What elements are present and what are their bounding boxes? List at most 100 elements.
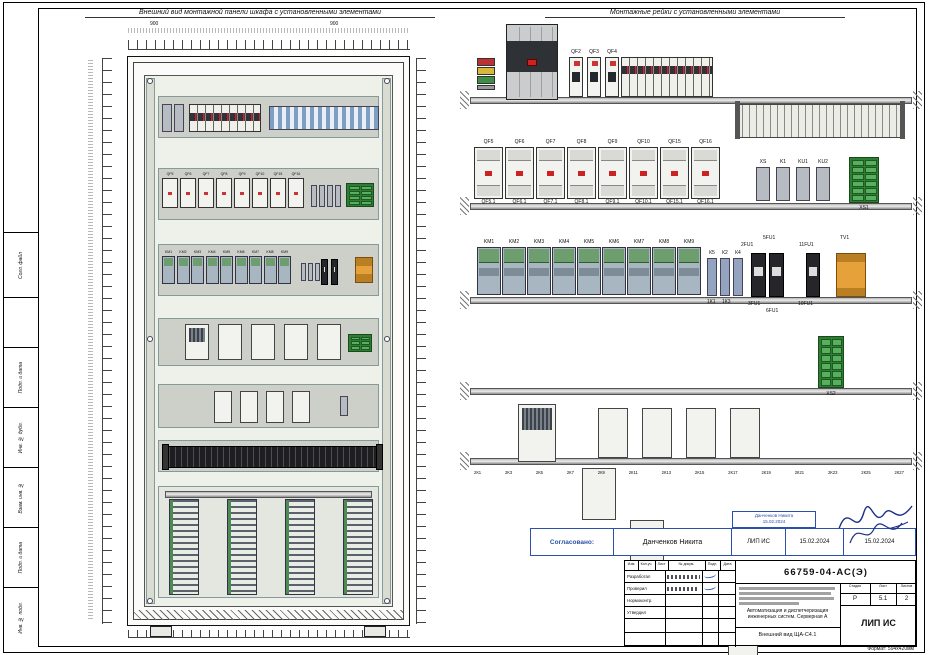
breaker-body xyxy=(629,146,658,199)
terminal-label: 2К5 xyxy=(535,470,543,475)
breaker-top-label: QF7 xyxy=(545,139,556,145)
terminal-label: 2К13 xyxy=(661,470,672,475)
dim-ticks-left xyxy=(102,58,112,624)
approval-sign-cell: 15.02.2024 xyxy=(843,522,915,555)
approval-name-cell: Данченков Никита xyxy=(613,529,731,555)
panel-contactor: KM3 xyxy=(191,250,204,284)
din-rail-4 xyxy=(470,388,912,395)
contactor-body xyxy=(477,246,501,295)
stamp-name: Данченков Никита xyxy=(754,513,794,518)
panel-terminal-strip-blue xyxy=(269,106,379,130)
tb-col-podp: Подп. xyxy=(707,562,718,566)
small-relay xyxy=(335,185,341,207)
tb-stage-value: Р xyxy=(852,596,857,602)
tb-col-dokum: № докум. xyxy=(678,562,695,566)
side-field-label: Взам. инв. № xyxy=(17,481,24,514)
panel-breaker-body xyxy=(270,177,286,208)
xs1-terminal xyxy=(849,157,879,203)
panel-breaker-label: QF7 xyxy=(202,172,210,176)
panel-contactor: KM8 xyxy=(263,250,277,284)
panel-screw xyxy=(384,336,390,342)
panel-contactor-body xyxy=(220,255,233,284)
device-module xyxy=(642,408,672,458)
relay-body xyxy=(776,166,790,201)
contactor-label: KM4 xyxy=(558,239,570,245)
breaker-row: QF5 QF5.1 QF6 QF6.1 QF7 QF7.1 QF8 QF8.1 xyxy=(474,139,720,205)
breaker-bottom-label: QF7.1 xyxy=(543,198,558,205)
terminal-red xyxy=(477,58,495,66)
panel-breaker-body xyxy=(162,177,178,208)
tb-signature-blue xyxy=(703,571,717,579)
contactor-label: KM1 xyxy=(483,239,495,245)
tb-text-line xyxy=(739,602,799,605)
contactor: KM1 xyxy=(477,239,501,295)
xs2-terminal xyxy=(818,336,844,388)
circuit-breaker: QF9 QF9.1 xyxy=(598,139,627,205)
terminal-label: 2К11 xyxy=(628,470,638,475)
terminal-label: 2К23 xyxy=(827,470,838,475)
breaker-top-label: QF16 xyxy=(699,139,712,145)
panel-screw xyxy=(147,598,153,604)
small-relay xyxy=(319,185,325,207)
device-module xyxy=(317,324,341,360)
panel-breaker: QF8 xyxy=(216,172,232,208)
transformer-tv1 xyxy=(836,253,866,297)
panel-screw xyxy=(147,336,153,342)
terminal-yellow xyxy=(477,67,495,75)
small-relay xyxy=(315,263,320,281)
device-psu xyxy=(518,404,556,462)
relay-body xyxy=(816,166,830,201)
terminal-label: 2К9 xyxy=(597,470,605,475)
tb-text-line xyxy=(739,592,831,595)
panel-fuse xyxy=(321,259,328,285)
relay-label-1k3: 1К3 xyxy=(722,299,731,305)
panel-relay-group xyxy=(301,263,320,281)
dim-numbers-top xyxy=(128,28,410,33)
mini-breaker: QF4 xyxy=(605,49,619,97)
side-field-label: Инв. № дубл. xyxy=(17,421,24,454)
approval-label: Согласовано: xyxy=(549,538,595,546)
dim-ticks-right xyxy=(416,58,426,624)
panel-contactor-label: KM6 xyxy=(237,250,245,254)
panel-breaker-label: QF8 xyxy=(220,172,228,176)
panel-contactor-body xyxy=(191,255,204,284)
fuse-label-10fu1: 10FU1 xyxy=(798,301,814,307)
circuit-breaker: QF15 QF15.1 xyxy=(660,139,689,205)
format-note: Формат: 594x420мм xyxy=(867,646,914,652)
terminal-label: 2К17 xyxy=(728,470,738,475)
panel-contactor-body xyxy=(162,255,175,284)
xs1-label: XS1 xyxy=(859,205,869,211)
contactor: KM6 xyxy=(602,239,626,295)
tb-role-normcontrol: Нормоконтр. xyxy=(627,597,653,603)
contactor-label: KM8 xyxy=(658,239,670,245)
fuse-label-2fu1: 2FU1 xyxy=(741,242,754,248)
terminal-label: 2К15 xyxy=(694,470,705,475)
circuit-breaker: QF7 QF7.1 xyxy=(536,139,565,205)
device-module xyxy=(214,391,232,423)
panel-screw xyxy=(384,78,390,84)
tb-role-checker: Проверил xyxy=(627,585,647,591)
breaker-top-label: QF9 xyxy=(607,139,618,145)
relay-label: KU2 xyxy=(818,159,828,165)
breaker-body xyxy=(691,146,720,199)
transformer-label: TV1 xyxy=(840,235,850,241)
panel-contactor-row: KM1 KM2 KM3 xyxy=(162,250,291,284)
breaker-bottom-label: QF16.1 xyxy=(697,198,714,205)
contactor-row: KM1 KM2 KM3 KM4 KM5 xyxy=(477,239,701,295)
cabinet-foot xyxy=(364,626,386,637)
device-module xyxy=(730,408,760,458)
breaker-bottom-label: QF10.1 xyxy=(635,198,652,205)
din-rail-3 xyxy=(470,297,912,304)
panel-breaker-body xyxy=(252,177,268,208)
side-fields: Подп. и дата Инв. № дубл. Взам. инв. № П… xyxy=(3,347,38,647)
fuse-label-6fu1: 6FU1 xyxy=(766,308,779,314)
device-module xyxy=(240,391,258,423)
mini-breaker: QF3 xyxy=(587,49,601,97)
tb-sheet-header: Лист xyxy=(879,584,887,588)
terminal-strip-row1 xyxy=(735,101,905,139)
fuse-label-5fu1: 5FU1 xyxy=(763,235,776,241)
small-relay xyxy=(311,185,317,207)
side-field: Подп. и дата xyxy=(3,527,38,587)
side-field-top: Согл. файл xyxy=(3,232,38,298)
terminal-label: 2К7 xyxy=(566,470,574,475)
